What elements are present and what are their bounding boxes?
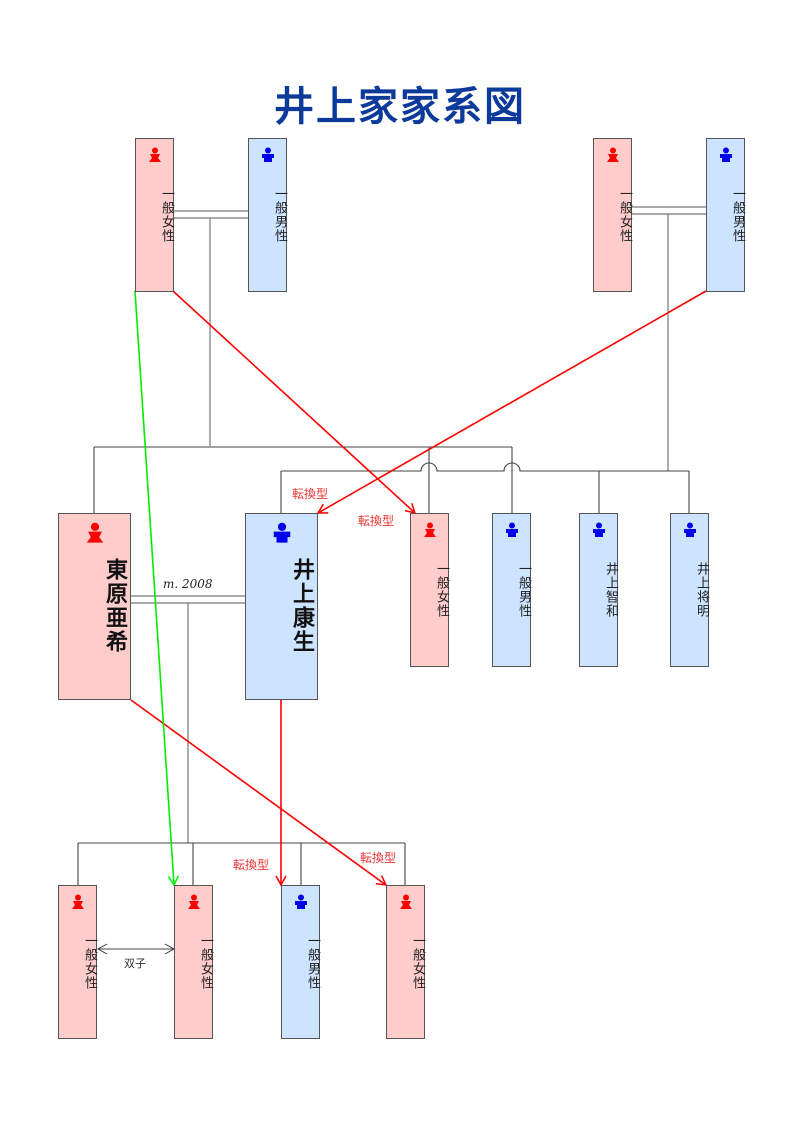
- male-person-icon: [683, 522, 697, 542]
- sibling-bar-children: [77, 842, 406, 885]
- person-child-1[interactable]: 一般女性: [58, 885, 97, 1039]
- person-name: 一般女性: [159, 187, 174, 243]
- transposition-label: 転換型: [233, 858, 270, 872]
- person-name: 井上智和: [603, 562, 618, 618]
- person-name: 一般男性: [305, 934, 320, 990]
- twins-label: 双子: [124, 957, 146, 970]
- sibling-bar-husband-family: [280, 462, 690, 513]
- marriage-line-gp2: [631, 206, 706, 215]
- female-person-icon: [187, 894, 201, 914]
- transposition-label: 転換型: [292, 487, 329, 501]
- person-husband[interactable]: 井上康生: [245, 513, 318, 700]
- female-person-icon: [423, 522, 437, 542]
- person-name: 一般女性: [617, 187, 632, 243]
- person-inoue-masaaki[interactable]: 井上将明: [670, 513, 709, 667]
- person-sibling-female[interactable]: 一般女性: [410, 513, 449, 667]
- green-arrow-gp1f-to-child2: [134, 290, 180, 887]
- person-name: 東原亜希: [102, 558, 127, 654]
- male-person-icon: [719, 147, 733, 167]
- person-name: 一般女性: [82, 934, 97, 990]
- person-inoue-tomokazu[interactable]: 井上智和: [579, 513, 618, 667]
- person-name: 一般女性: [198, 934, 213, 990]
- marriage-line-gp1: [173, 210, 248, 219]
- transposition-arrow-gp2m-to-husband: [316, 290, 707, 514]
- male-person-icon: [294, 894, 308, 914]
- person-name: 一般女性: [410, 934, 425, 990]
- family-tree-title: 井上家家系図: [274, 83, 526, 130]
- male-person-icon: [592, 522, 606, 542]
- person-gp1-female[interactable]: 一般女性: [135, 138, 174, 292]
- sibling-bar-wife-family: [93, 446, 513, 513]
- male-person-icon: [271, 522, 293, 548]
- person-child-4[interactable]: 一般女性: [386, 885, 425, 1039]
- person-name: 井上将明: [694, 562, 709, 618]
- male-person-icon: [261, 147, 275, 167]
- female-person-icon: [399, 894, 413, 914]
- female-person-icon: [71, 894, 85, 914]
- transposition-label: 転換型: [358, 514, 395, 528]
- person-wife[interactable]: 東原亜希: [58, 513, 131, 700]
- person-child-3[interactable]: 一般男性: [281, 885, 320, 1039]
- person-gp2-female[interactable]: 一般女性: [593, 138, 632, 292]
- transposition-arrow-wife-to-child4: [130, 699, 388, 886]
- female-person-icon: [606, 147, 620, 167]
- transposition-arrow-gp1f-to-sib1: [172, 290, 417, 515]
- person-child-2[interactable]: 一般女性: [174, 885, 213, 1039]
- marriage-line-couple: [131, 595, 245, 604]
- person-name: 井上康生: [289, 558, 314, 654]
- person-name: 一般男性: [730, 187, 745, 243]
- male-person-icon: [505, 522, 519, 542]
- person-sibling-male[interactable]: 一般男性: [492, 513, 531, 667]
- person-name: 一般男性: [272, 187, 287, 243]
- transposition-label: 転換型: [360, 851, 397, 865]
- marriage-year-label: m. 2008: [163, 577, 213, 591]
- person-gp2-male[interactable]: 一般男性: [706, 138, 745, 292]
- person-name: 一般女性: [434, 562, 449, 618]
- person-name: 一般男性: [516, 562, 531, 618]
- female-person-icon: [84, 522, 106, 548]
- female-person-icon: [148, 147, 162, 167]
- person-gp1-male[interactable]: 一般男性: [248, 138, 287, 292]
